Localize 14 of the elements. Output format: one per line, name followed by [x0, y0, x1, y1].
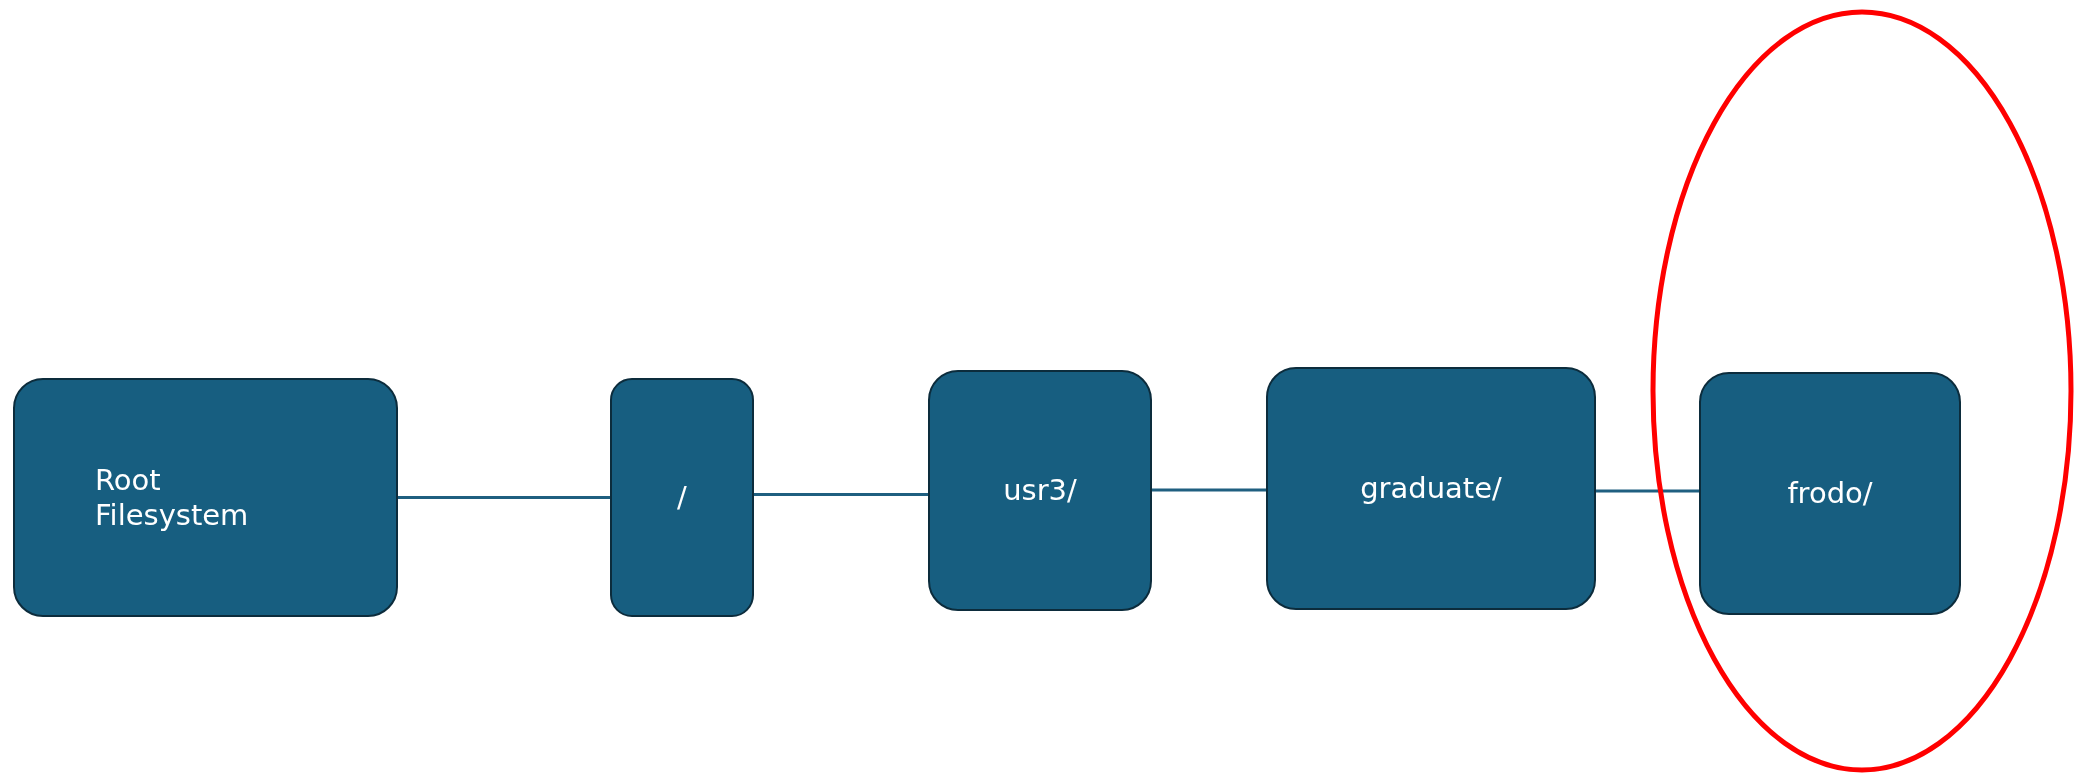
folder-name: graduate/: [1360, 471, 1502, 506]
folder-name: /: [677, 480, 687, 515]
connector-line: [1152, 488, 1266, 492]
folder-name: Root Filesystem: [95, 462, 250, 533]
connector-line: [1596, 489, 1699, 493]
connector-line: [754, 493, 928, 496]
folder-box: [928, 370, 1152, 611]
folder-box: [610, 378, 754, 617]
folder-name: frodo/: [1787, 476, 1873, 511]
folder-box: [13, 378, 398, 617]
connector-line: [398, 496, 610, 499]
folder-box: [1699, 372, 1961, 615]
folder-box: [1266, 367, 1596, 610]
folder-name: usr3/: [1003, 473, 1077, 508]
